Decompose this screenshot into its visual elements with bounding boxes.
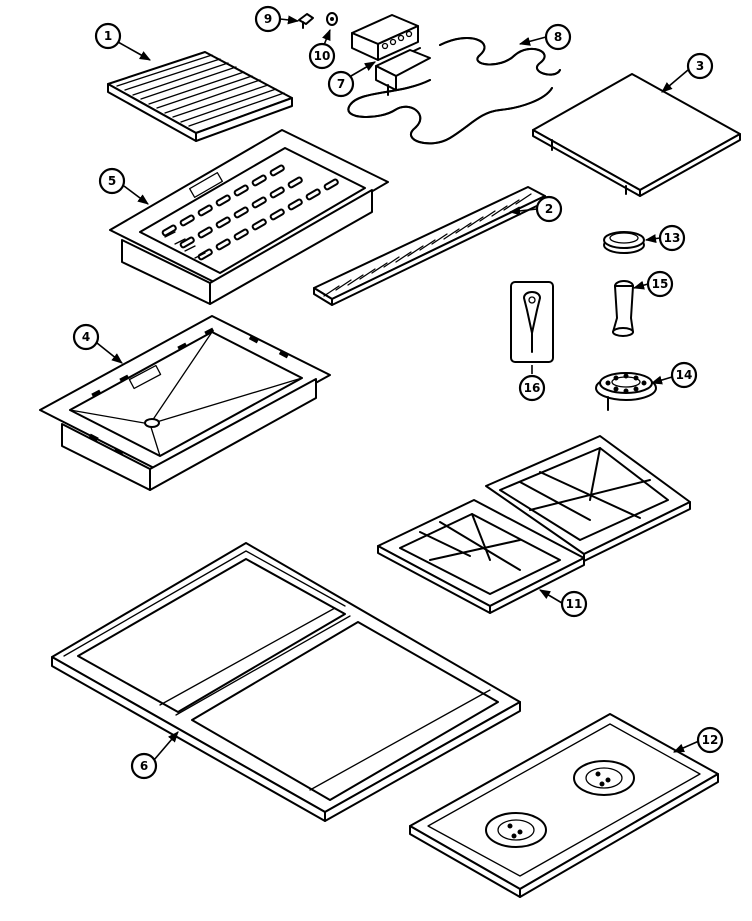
callout-1: 1 xyxy=(94,22,122,50)
callout-14: 14 xyxy=(670,361,698,389)
callout-16: 16 xyxy=(518,374,546,402)
callout-label: 7 xyxy=(337,77,345,91)
drip-tray xyxy=(39,315,331,491)
igniter-part xyxy=(510,281,554,363)
callout-label: 16 xyxy=(524,381,541,395)
burner-base xyxy=(595,372,657,411)
callout-5: 5 xyxy=(98,167,126,195)
callout-10: 10 xyxy=(308,42,336,70)
callout-label: 11 xyxy=(566,597,583,611)
grill-pan xyxy=(109,129,389,305)
callout-label: 3 xyxy=(696,59,704,73)
cooktop-frame xyxy=(51,542,521,822)
burner-cap xyxy=(603,231,645,254)
callout-6: 6 xyxy=(130,752,158,780)
callout-4: 4 xyxy=(72,323,100,351)
ribbed-strip xyxy=(313,186,546,306)
drip-pan xyxy=(409,713,719,898)
grill-grate xyxy=(107,51,293,142)
washer-part xyxy=(326,12,338,26)
callout-9: 9 xyxy=(254,5,282,33)
callout-15: 15 xyxy=(646,270,674,298)
callout-label: 5 xyxy=(108,174,116,188)
callout-label: 8 xyxy=(554,30,562,44)
callout-label: 10 xyxy=(314,49,331,63)
cover-plate xyxy=(532,73,741,197)
callout-13: 13 xyxy=(658,224,686,252)
callout-label: 14 xyxy=(676,368,693,382)
callout-11: 11 xyxy=(560,590,588,618)
burner-stem xyxy=(612,280,634,337)
callout-2: 2 xyxy=(535,195,563,223)
heating-element xyxy=(347,37,561,145)
callout-label: 9 xyxy=(264,12,272,26)
terminal-block xyxy=(351,14,419,61)
burner-grates xyxy=(377,435,691,614)
callout-label: 12 xyxy=(702,733,719,747)
callout-label: 15 xyxy=(652,277,669,291)
callout-8: 8 xyxy=(544,23,572,51)
callout-label: 2 xyxy=(545,202,553,216)
callout-12: 12 xyxy=(696,726,724,754)
callout-label: 1 xyxy=(104,29,112,43)
callout-label: 6 xyxy=(140,759,148,773)
callout-label: 13 xyxy=(664,231,681,245)
callout-label: 4 xyxy=(82,330,90,344)
clip-part xyxy=(298,13,314,29)
callout-7: 7 xyxy=(327,70,355,98)
callout-3: 3 xyxy=(686,52,714,80)
leader-lines xyxy=(96,15,700,761)
